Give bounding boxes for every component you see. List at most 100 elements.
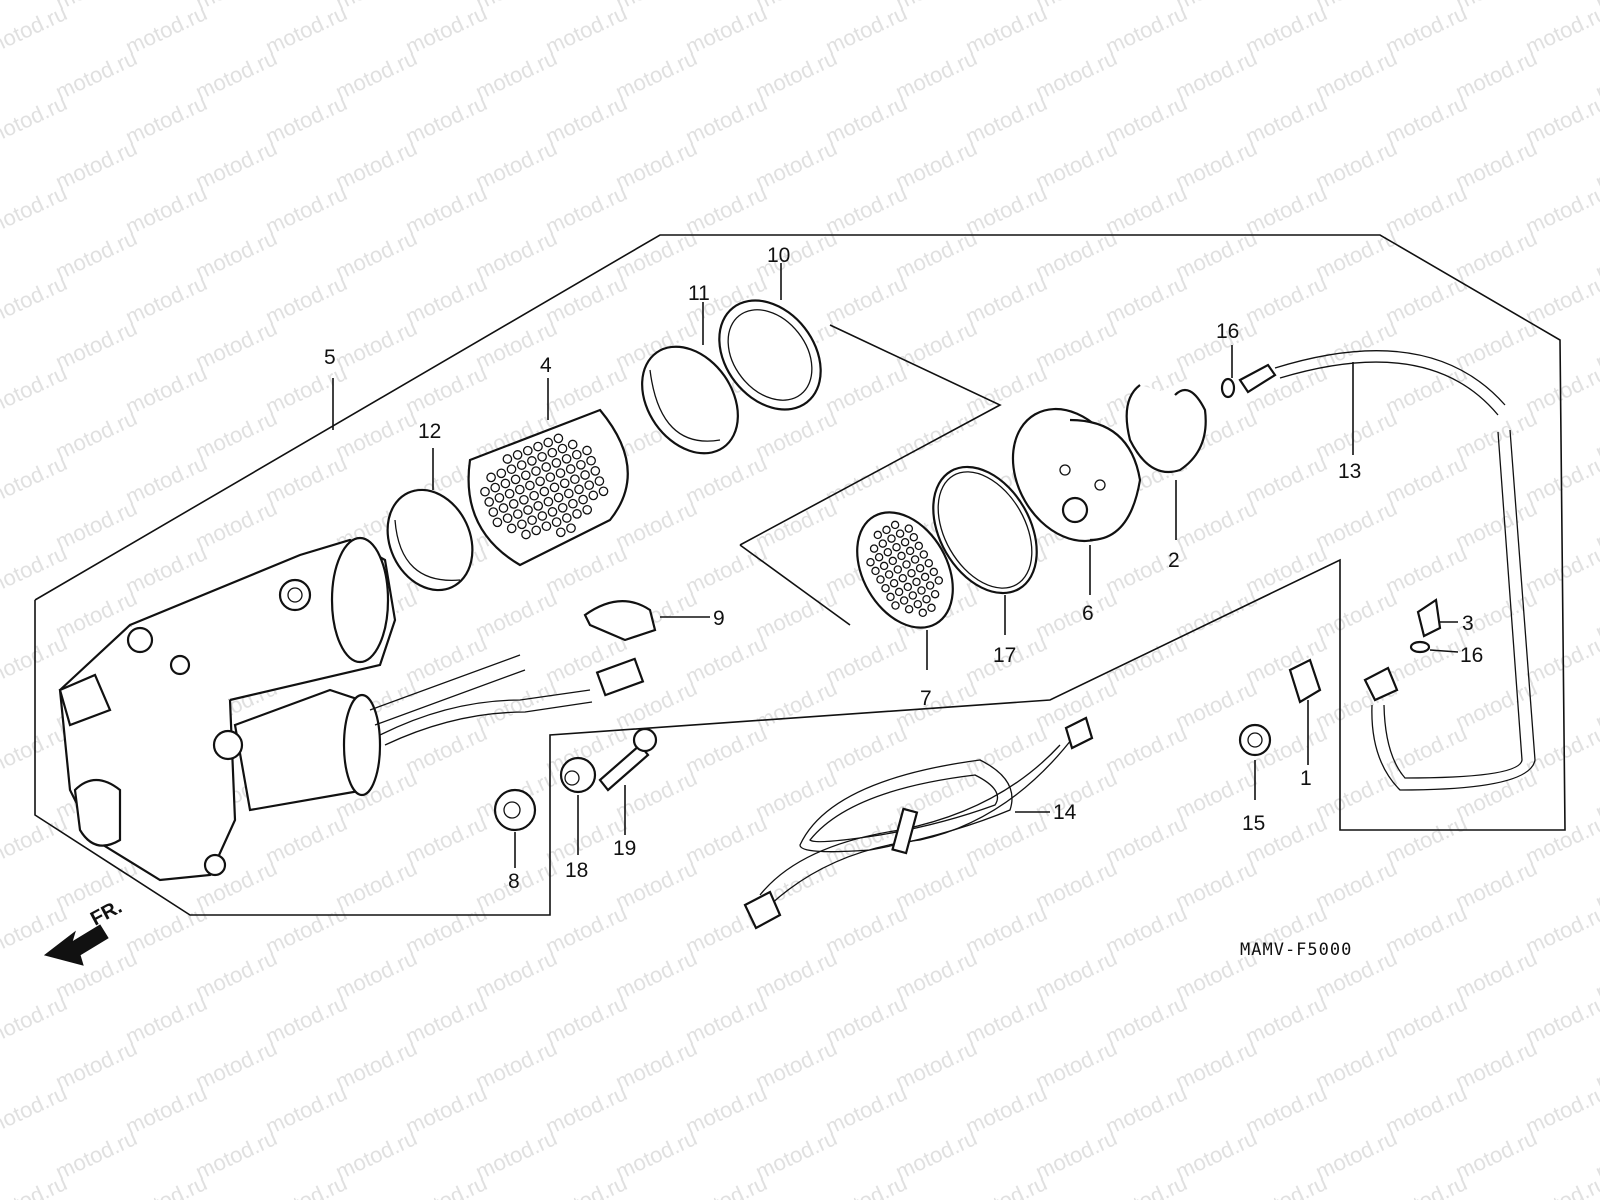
texture-dot bbox=[480, 486, 490, 497]
watermark-text: motod.ru bbox=[122, 360, 211, 419]
callout-4: 4 bbox=[540, 354, 552, 377]
watermark-text: motod.ru bbox=[1312, 225, 1401, 284]
texture-dot bbox=[506, 464, 517, 475]
callout-labels: 5 12 4 11 10 16 13 2 6 17 7 9 3 16 1 15 … bbox=[324, 244, 1483, 893]
watermark-text: motod.ru bbox=[1452, 945, 1541, 1004]
texture-dot bbox=[527, 456, 537, 466]
watermark-text: motod.ru bbox=[1312, 135, 1401, 194]
watermark-text: motod.ru bbox=[1522, 90, 1600, 149]
texture-dot bbox=[545, 472, 556, 483]
watermark-text: motod.ru bbox=[682, 720, 771, 779]
part-18-collar bbox=[559, 756, 597, 794]
watermark-text: motod.ru bbox=[962, 1080, 1051, 1139]
texture-dot bbox=[527, 515, 537, 526]
watermark-text: motod.ru bbox=[1382, 90, 1471, 149]
watermark-text: motod.ru bbox=[402, 0, 491, 59]
watermark-text: motod.ru bbox=[612, 945, 701, 1004]
watermark-text: motod.ru bbox=[332, 225, 421, 284]
texture-dot bbox=[537, 451, 547, 462]
watermark-text: motod.ru bbox=[472, 1125, 561, 1184]
watermark-text: motod.ru bbox=[612, 45, 701, 104]
texture-dot bbox=[886, 592, 895, 602]
part-9-connector bbox=[583, 600, 657, 697]
watermark-text: motod.ru bbox=[1242, 180, 1331, 239]
texture-dot bbox=[508, 499, 519, 509]
texture-dot bbox=[881, 583, 890, 593]
watermark-text: motod.ru bbox=[822, 900, 911, 959]
watermark-text: motod.ru bbox=[262, 360, 351, 419]
texture-dot bbox=[537, 511, 548, 521]
watermark-text: motod.ru bbox=[1452, 405, 1541, 464]
watermark-text: motod.ru bbox=[1522, 540, 1600, 599]
watermark-text: motod.ru bbox=[402, 90, 491, 149]
texture-dot bbox=[553, 492, 564, 503]
watermark-text: motod.ru bbox=[402, 180, 491, 239]
watermark-text: motod.ru bbox=[612, 1125, 701, 1184]
texture-dot bbox=[892, 542, 901, 552]
watermark-text: motod.ru bbox=[0, 810, 71, 869]
watermark-text: motod.ru bbox=[892, 675, 981, 734]
watermark-text: motod.ru bbox=[1242, 1170, 1331, 1200]
texture-dot bbox=[523, 505, 533, 515]
texture-dot bbox=[574, 484, 584, 495]
texture-dot bbox=[541, 521, 552, 532]
watermark-text: motod.ru bbox=[752, 1035, 841, 1094]
watermark-text: motod.ru bbox=[52, 45, 141, 104]
watermark-text: motod.ru bbox=[682, 990, 771, 1049]
watermark-text: motod.ru bbox=[1522, 900, 1600, 959]
texture-dot bbox=[572, 509, 582, 519]
watermark-text: motod.ru bbox=[332, 1125, 421, 1184]
watermark-text: motod.ru bbox=[1382, 720, 1471, 779]
texture-dot bbox=[525, 480, 535, 491]
watermark-text: motod.ru bbox=[1382, 1170, 1471, 1200]
watermark-text: motod.ru bbox=[752, 405, 841, 464]
texture-dot bbox=[531, 466, 541, 476]
part-12-insulator bbox=[386, 488, 474, 592]
part-11-washer bbox=[641, 345, 739, 455]
watermark-text: motod.ru bbox=[1172, 135, 1261, 194]
watermark-text: motod.ru bbox=[962, 900, 1051, 959]
watermark-text: motod.ru bbox=[1312, 495, 1401, 554]
watermark-text: motod.ru bbox=[122, 900, 211, 959]
watermark-text: motod.ru bbox=[1312, 1125, 1401, 1184]
watermark-text: motod.ru bbox=[1032, 315, 1121, 374]
watermark-text: motod.ru bbox=[1382, 270, 1471, 329]
texture-dot bbox=[557, 502, 568, 513]
watermark-text: motod.ru bbox=[402, 360, 491, 419]
part-4-armature bbox=[467, 408, 629, 567]
watermark-text: motod.ru bbox=[752, 675, 841, 734]
texture-dot bbox=[580, 470, 590, 480]
watermark-text: motod.ru bbox=[1242, 990, 1331, 1049]
callout-17: 17 bbox=[993, 644, 1016, 667]
watermark-text: motod.ru bbox=[1102, 180, 1191, 239]
watermark-text: motod.ru bbox=[822, 450, 911, 509]
texture-dot bbox=[500, 478, 511, 489]
watermark-text: motod.ru bbox=[542, 1170, 631, 1200]
watermark-text: motod.ru bbox=[0, 90, 71, 149]
watermark-text: motod.ru bbox=[752, 765, 841, 824]
watermark-text: motod.ru bbox=[1242, 450, 1331, 509]
watermark-text: motod.ru bbox=[542, 540, 631, 599]
watermark-text: motod.ru bbox=[1382, 540, 1471, 599]
watermark-text: motod.ru bbox=[1452, 315, 1541, 374]
watermark-text: motod.ru bbox=[1102, 1170, 1191, 1200]
texture-dot bbox=[533, 441, 543, 452]
callout-8: 8 bbox=[508, 870, 520, 893]
watermark-text: motod.ru bbox=[1452, 765, 1541, 824]
watermark-text: motod.ru bbox=[682, 180, 771, 239]
watermark-text: motod.ru bbox=[892, 315, 981, 374]
watermark-text: motod.ru bbox=[192, 495, 281, 554]
watermark-text: motod.ru bbox=[192, 225, 281, 284]
texture-dot bbox=[486, 472, 496, 483]
starter-motor bbox=[58, 536, 593, 882]
texture-dot bbox=[889, 578, 899, 588]
watermark-text: motod.ru bbox=[962, 990, 1051, 1049]
texture-dot bbox=[567, 439, 578, 450]
watermark-text: motod.ru bbox=[192, 315, 281, 374]
texture-dot bbox=[588, 490, 599, 501]
texture-dot bbox=[891, 601, 900, 610]
watermark-text: motod.ru bbox=[52, 1035, 141, 1094]
watermark-text: motod.ru bbox=[962, 720, 1051, 779]
texture-dot bbox=[934, 576, 944, 585]
texture-dot bbox=[502, 454, 513, 464]
